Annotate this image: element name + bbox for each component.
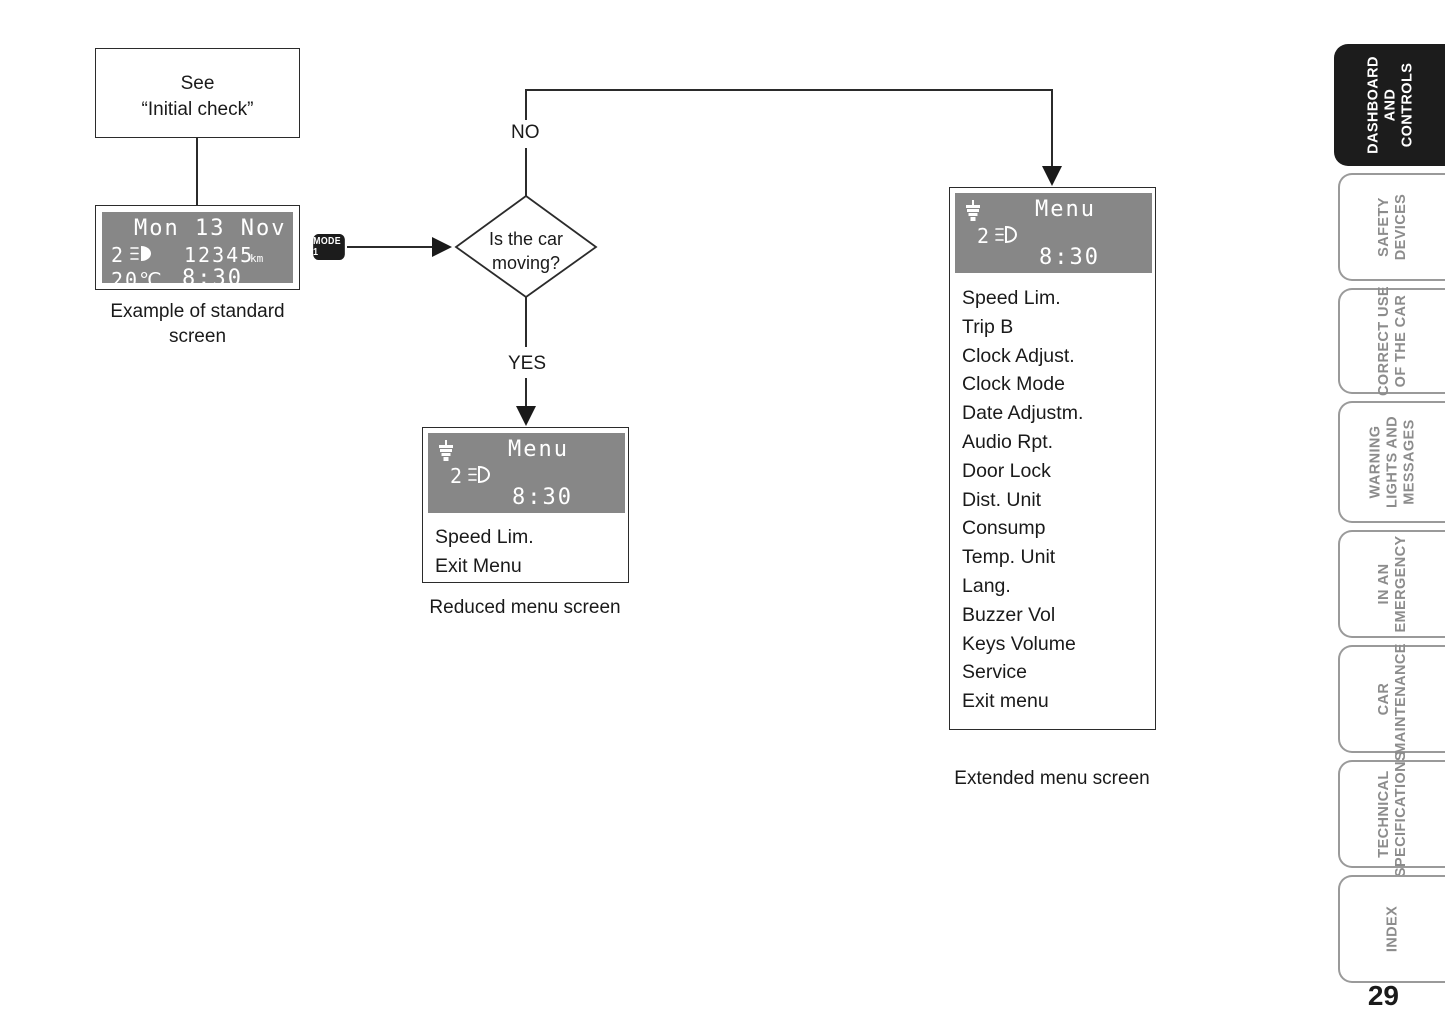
decision-text: Is the car moving? [456,227,596,275]
reduced-menu-lcd-clock: 8:30 [512,485,573,510]
page-number: 29 [1367,980,1399,1011]
reduced-menu-list[interactable]: Speed Lim. Exit Menu [435,523,534,581]
menu-item[interactable]: Temp. Unit [962,546,1056,569]
menu-item[interactable]: Clock Mode [962,373,1065,396]
reduced-menu-lcd: Menu 2 8:30 [428,433,625,513]
mode-1-button[interactable]: MODE 1 [313,234,345,260]
extended-menu-box: Menu 2 8:30 Speed Lim. Trip B Clock Adjust… [949,187,1156,730]
lcd-clock: 8:30 [182,266,243,291]
initial-check-line2: “Initial check” [141,99,254,120]
section-tab-label: INDEX [1384,905,1401,953]
standard-screen-caption: Example of standard screen [75,299,320,349]
menu-item[interactable]: Date Adjustm. [962,402,1084,425]
bulb-icon [966,200,980,221]
menu-item[interactable]: Consump [962,517,1046,540]
standard-screen-lcd: Mon 13 Nov 2 12345 km 20℃ 8:30 [102,212,293,292]
initial-check-box: See “Initial check” [95,48,300,138]
menu-item[interactable]: Service [962,661,1028,684]
menu-item[interactable]: Speed Lim. [435,526,534,548]
lcd-odometer-unit: km [250,252,264,265]
standard-screen-caption-line1: Example of standard [110,301,285,322]
headlight-icon [468,465,491,484]
menu-item[interactable]: Exit Menu [435,554,522,577]
decision-line2: moving? [491,253,561,273]
menu-item[interactable]: Speed Lim. [962,287,1061,309]
menu-item[interactable]: Dist. Unit [962,488,1042,511]
headlight-icon [995,225,1018,244]
lcd-date: Mon 13 Nov [134,216,287,241]
bulb-icon [439,440,453,461]
branch-no-label: NO [511,122,540,143]
menu-item[interactable]: Buzzer Vol [962,603,1056,626]
reduced-menu-box: Menu 2 8:30 Speed Lim. Exit Menu [422,427,629,583]
initial-check-text: See “Initial check” [96,71,299,123]
extended-menu-lcd-title: Menu [1035,197,1096,222]
extended-menu-lcd: Menu 2 8:30 [955,193,1152,273]
reduced-menu-caption: Reduced menu screen [429,597,621,618]
reduced-menu-lcd-title: Menu [508,437,569,462]
extended-menu-lcd-gear: 2 [977,224,992,248]
standard-screen-caption-line2: screen [168,326,227,347]
decision-line1: Is the car [488,229,564,249]
menu-item[interactable]: Exit menu [962,690,1049,713]
menu-item[interactable]: Clock Adjust. [962,344,1075,367]
extended-menu-caption: Extended menu screen [954,768,1150,789]
section-tab-index[interactable]: INDEX [1338,875,1445,983]
lcd-temperature: 20℃ [111,268,164,292]
menu-item[interactable]: Audio Rpt. [962,430,1054,453]
reduced-menu-lcd-gear: 2 [450,464,465,488]
lcd-odometer: 12345 [184,243,255,267]
menu-item[interactable]: Keys Volume [962,632,1076,655]
initial-check-line1: See [180,73,215,94]
lcd-gear: 2 [111,243,126,267]
branch-yes-label: YES [508,353,547,374]
menu-item[interactable]: Door Lock [962,459,1051,482]
headlight-icon [130,246,151,261]
extended-menu-lcd-clock: 8:30 [1039,245,1100,270]
menu-item[interactable]: Trip B [962,315,1014,338]
menu-item[interactable]: Lang. [962,574,1011,597]
standard-screen-box: Mon 13 Nov 2 12345 km 20℃ 8:30 [95,205,300,292]
mode-1-label: MODE 1 [313,236,341,258]
